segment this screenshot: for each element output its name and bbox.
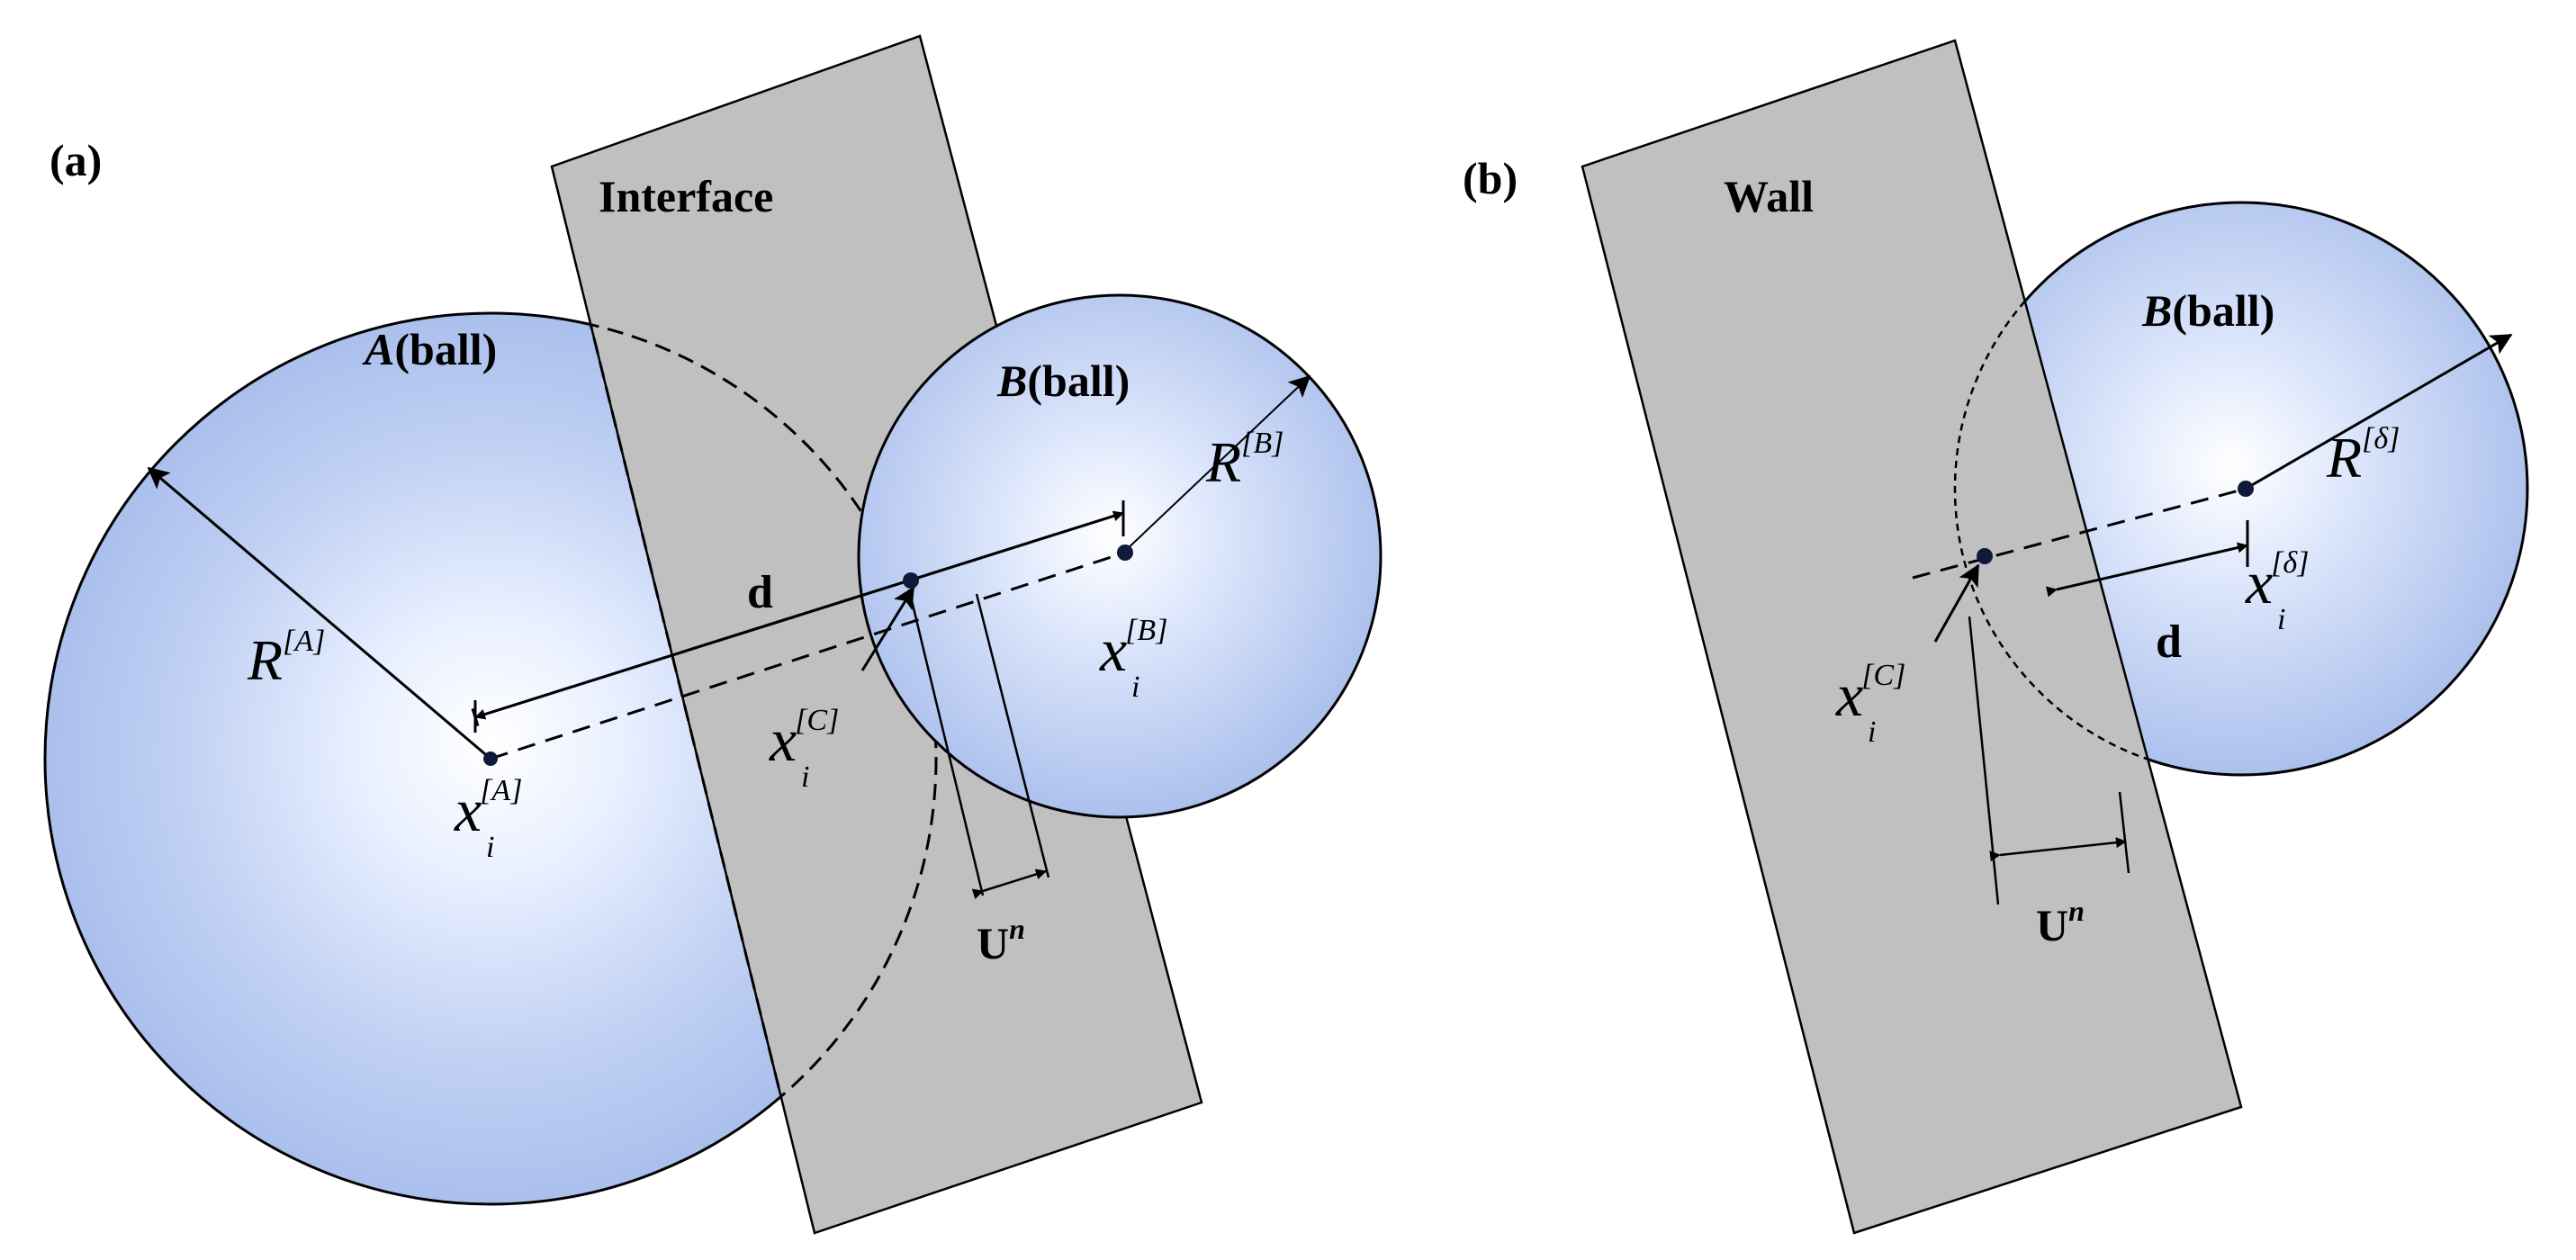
center-point-b	[1117, 544, 1133, 561]
contact-b-sub: i	[1868, 716, 1876, 749]
center-delta-sub: i	[2277, 603, 2285, 636]
radius-b-arrow	[1122, 374, 1311, 554]
wall-ball-label: B(ball)	[2141, 285, 2274, 336]
center-a-sub: i	[486, 831, 494, 864]
contact-a-label: x[C]	[769, 704, 839, 774]
center-b-sub: i	[1131, 670, 1139, 704]
interface-label: Interface	[599, 171, 773, 221]
ball-a-hidden-outline	[552, 311, 938, 1206]
interface-edge-dashed	[550, 313, 816, 1204]
panel-a-tag: (a)	[50, 135, 102, 185]
contact-arrow-a	[860, 586, 915, 671]
ball-b-label: B(ball)	[996, 356, 1130, 406]
radius-delta-label: R[δ]	[2326, 422, 2400, 490]
radius-b-label: R[B]	[1205, 427, 1283, 494]
distance-label-a: d	[747, 567, 773, 618]
contact-a-sub: i	[801, 760, 809, 794]
wall-label: Wall	[1724, 171, 1814, 221]
overlap-arrow-b	[1989, 837, 2127, 862]
distance-arrow-b	[2045, 542, 2248, 598]
center-point-delta	[2238, 481, 2254, 497]
center-b-label: x[B]	[1099, 614, 1167, 684]
distance-arrow-a-back	[474, 511, 1124, 720]
contact-arrow-b	[1933, 563, 1980, 643]
overlap-b-label: Un	[2036, 895, 2085, 950]
radius-delta-arrow	[2245, 333, 2513, 490]
overlap-ext-right-a	[975, 593, 1050, 878]
ball-a-label: A(ball)	[362, 324, 497, 374]
wall-slab	[1581, 39, 2243, 1235]
center-point-a	[483, 752, 498, 766]
center-delta-label: x[δ]	[2245, 546, 2309, 616]
overlap-ext-right-b	[2118, 791, 2130, 874]
radius-a-arrow	[147, 466, 491, 760]
distance-label-b: d	[2156, 616, 2182, 668]
contact-b-label: x[C]	[1835, 659, 1905, 729]
panel-b-tag: (b)	[1463, 153, 1518, 203]
center-a-label: x[A]	[454, 774, 522, 844]
contact-point-b	[1977, 548, 1993, 564]
panel-a: (a) Interface A(ball) B(ball) R[A] R[B] …	[43, 34, 1383, 1235]
wall-ball-hidden-outline	[1953, 201, 2241, 777]
overlap-ext-left-a	[907, 589, 985, 896]
panel-b: (b) Wall B(ball) R[δ] d x[δ] i x[C] i Un	[1463, 39, 2529, 1235]
contact-point-a	[903, 572, 919, 589]
overlap-arrow-a	[971, 868, 1047, 900]
radius-a-label: R[A]	[247, 625, 325, 692]
overlap-a-label: Un	[977, 913, 1025, 968]
